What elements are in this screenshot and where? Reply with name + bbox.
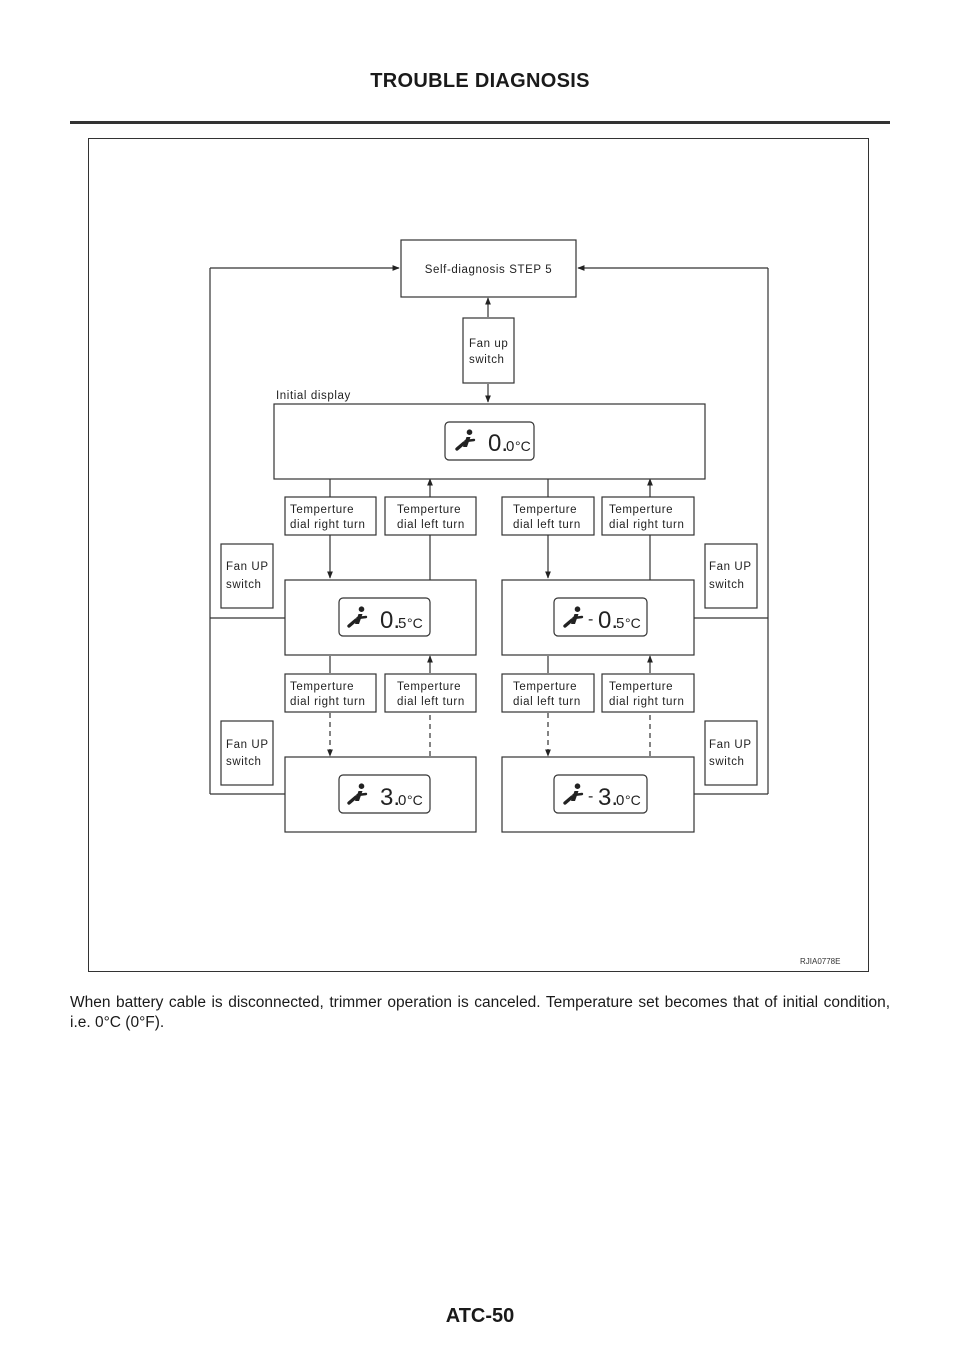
turn-right-line2: dial right turn — [290, 696, 365, 708]
display-unit: °C — [515, 438, 531, 454]
display-right-mid: - 0. 5 °C — [563, 606, 641, 634]
turn-left-line1: Temperture — [397, 504, 461, 516]
header-rule — [70, 121, 890, 124]
fan-up-side-box — [220, 720, 274, 786]
display-unit: °C — [625, 615, 641, 631]
fan-up-side-line2: switch — [709, 579, 745, 591]
turn-label-box — [601, 673, 695, 713]
turn-left-line2: dial left turn — [513, 696, 581, 708]
turn-right-line2: dial right turn — [290, 519, 365, 531]
trimmer-flow-diagram: Self-diagnosis STEP 5 Fan up switch Init… — [209, 239, 769, 833]
turn-label-box — [384, 673, 477, 713]
display-initial: 0. 0 °C — [455, 429, 531, 457]
figure-code: RJIA0778E — [800, 957, 841, 966]
fan-up-side-line1: Fan UP — [709, 739, 752, 751]
figure-frame — [88, 138, 869, 972]
display-integer: 3. — [598, 784, 618, 811]
display-unit: °C — [407, 615, 423, 631]
caption-text: When battery cable is disconnected, trim… — [70, 994, 890, 1031]
turn-left-line1: Temperture — [513, 681, 577, 693]
display-unit: °C — [625, 792, 641, 808]
turn-right-line1: Temperture — [609, 504, 673, 516]
turn-left-line2: dial left turn — [397, 519, 465, 531]
display-unit: °C — [407, 792, 423, 808]
display-integer: 0. — [380, 607, 400, 634]
fan-up-side-box — [220, 543, 274, 609]
turn-right-line1: Temperture — [609, 681, 673, 693]
turn-right-line1: Temperture — [290, 504, 354, 516]
display-integer: 0. — [488, 430, 508, 457]
display-left-low: 3. 0 °C — [347, 783, 423, 811]
turn-right-line1: Temperture — [290, 681, 354, 693]
display-sign: - — [588, 788, 593, 805]
turn-left-line2: dial left turn — [397, 696, 465, 708]
turn-label-box — [501, 673, 595, 713]
display-decimal: 0 — [616, 792, 624, 809]
display-integer: 0. — [598, 607, 618, 634]
display-left-mid: 0. 5 °C — [347, 606, 423, 634]
fan-up-side-line1: Fan UP — [226, 561, 269, 573]
turn-label-box — [284, 673, 377, 713]
turn-right-line2: dial right turn — [609, 696, 684, 708]
turn-label-box — [284, 496, 377, 536]
turn-left-line1: Temperture — [513, 504, 577, 516]
fan-up-side-line2: switch — [226, 579, 262, 591]
turn-label-box — [601, 496, 695, 536]
initial-display-label: Initial display — [276, 390, 351, 402]
display-decimal: 0 — [506, 438, 514, 455]
section-title: TROUBLE DIAGNOSIS — [370, 70, 590, 92]
display-decimal: 5 — [616, 615, 624, 632]
fan-up-side-line2: switch — [226, 756, 262, 768]
fan-up-side-line1: Fan UP — [226, 739, 269, 751]
turn-label-box — [384, 496, 477, 536]
self-diagnosis-step5-box — [400, 239, 577, 298]
fan-up-side-line2: switch — [709, 756, 745, 768]
display-decimal: 0 — [398, 792, 406, 809]
turn-right-line2: dial right turn — [609, 519, 684, 531]
fan-up-side-box — [704, 720, 758, 786]
display-integer: 3. — [380, 784, 400, 811]
fan-up-center-line1: Fan up — [469, 338, 508, 350]
page-number: ATC-50 — [445, 1305, 515, 1327]
fan-up-side-line1: Fan UP — [709, 561, 752, 573]
fan-up-switch-box — [462, 317, 515, 384]
turn-label-box — [501, 496, 595, 536]
display-decimal: 5 — [398, 615, 406, 632]
fan-up-side-box — [704, 543, 758, 609]
display-sign: - — [588, 611, 593, 628]
turn-left-line2: dial left turn — [513, 519, 581, 531]
self-diagnosis-label: Self-diagnosis STEP 5 — [425, 264, 552, 276]
fan-up-center-line2: switch — [469, 354, 505, 366]
turn-left-line1: Temperture — [397, 681, 461, 693]
display-right-low: - 3. 0 °C — [563, 783, 641, 811]
